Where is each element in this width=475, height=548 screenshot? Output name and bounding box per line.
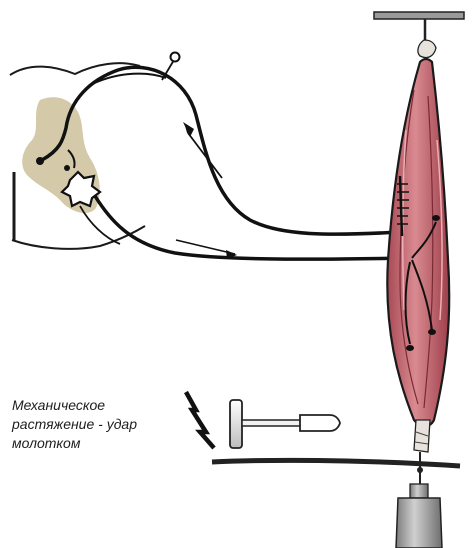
lightning-bolt-icon bbox=[186, 392, 214, 448]
spinal-cord bbox=[10, 63, 145, 249]
sensory-terminal bbox=[36, 157, 44, 165]
dorsal-ganglion bbox=[171, 53, 180, 62]
caption: Механическое растяжение - удар молотком bbox=[12, 396, 187, 453]
reflex-hammer-icon bbox=[230, 400, 340, 448]
caption-line-2: растяжение - удар bbox=[12, 415, 187, 434]
caption-line-3: молотком bbox=[12, 434, 187, 453]
caption-line-1: Механическое bbox=[12, 396, 187, 415]
ceiling-support bbox=[374, 12, 464, 40]
platform bbox=[212, 452, 460, 486]
weight-icon bbox=[396, 484, 442, 548]
muscle bbox=[387, 40, 449, 452]
